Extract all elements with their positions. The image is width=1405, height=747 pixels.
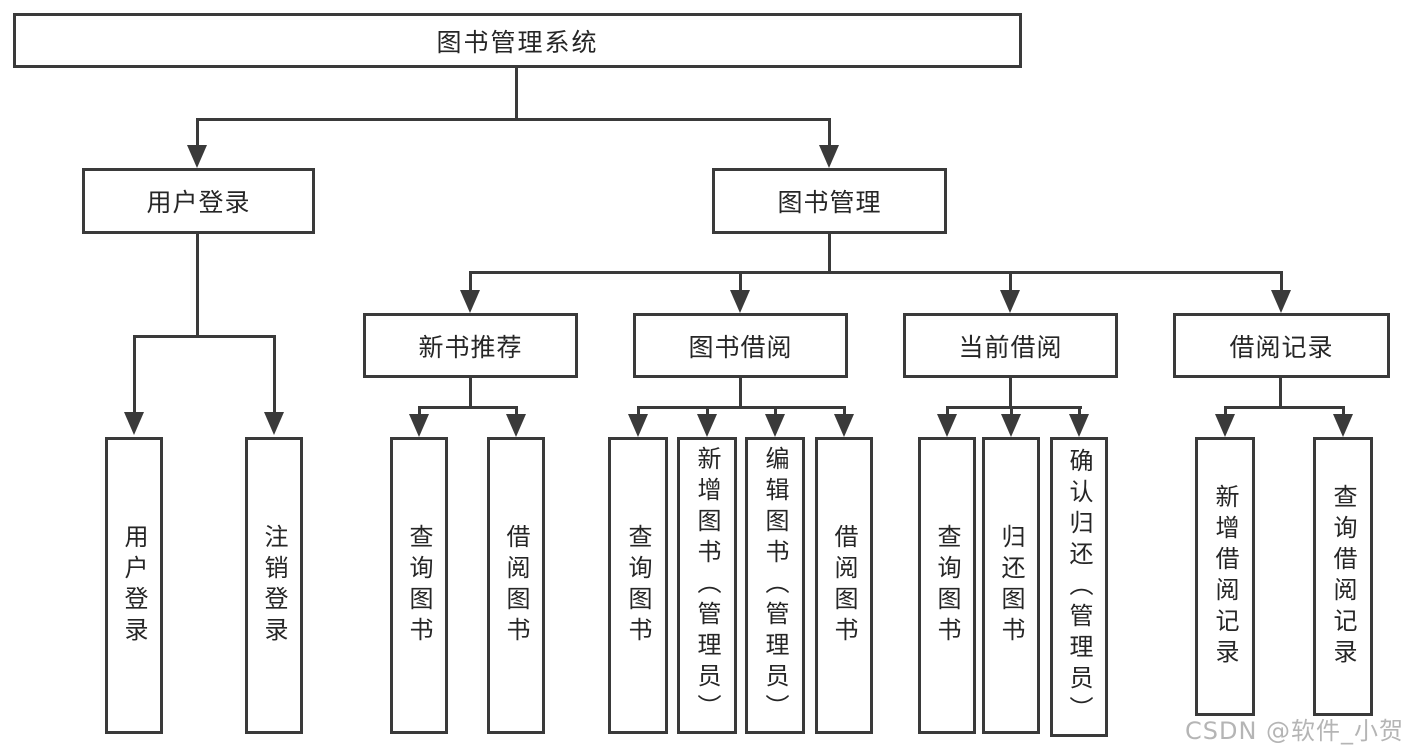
connector-book-borrow-stem — [739, 271, 742, 290]
arrowhead-borrow-records-icon — [1271, 290, 1291, 313]
connector-leaf-logout-stem — [273, 335, 276, 412]
connector-leaf-return-stem — [1010, 406, 1013, 414]
arrowhead-leaf-return-icon — [1001, 414, 1021, 437]
connector-user-login-children-hline — [133, 335, 276, 338]
arrowhead-new-book-icon — [460, 290, 480, 313]
connector-book-borrow-children-hline — [637, 406, 846, 409]
arrowhead-leaf-add-book-icon — [697, 414, 717, 437]
leaf-borrow-books-recommend: 借阅图书 — [487, 437, 545, 734]
connector-leaf-query2-stem — [637, 406, 640, 414]
connector-book-mgmt-trunk-vline — [828, 233, 831, 273]
leaf-logout-login: 注销登录 — [245, 437, 303, 734]
connector-leaf-confirm-return-stem — [1078, 406, 1081, 414]
connector-borrow-records-trunk-vline — [1279, 378, 1282, 408]
leaf-query-books-borrow: 查询图书 — [608, 437, 668, 734]
csdn-watermark: CSDN @软件_小贺同学 — [1185, 717, 1405, 745]
connector-current-borrow-children-hline — [946, 406, 1082, 409]
connector-leaf-borrow1-stem — [515, 406, 518, 414]
connector-borrow-records-stem — [1280, 271, 1283, 290]
node-book-borrow: 图书借阅 — [633, 313, 848, 378]
leaf-query-books-recommend: 查询图书 — [390, 437, 448, 734]
arrowhead-leaf-borrow1-icon — [506, 414, 526, 437]
arrowhead-leaf-add-record-icon — [1215, 414, 1235, 437]
arrowhead-leaf-query2-icon — [628, 414, 648, 437]
arrowhead-leaf-query-record-icon — [1333, 414, 1353, 437]
leaf-query-books-current: 查询图书 — [918, 437, 976, 734]
connector-leaf-add-book-stem — [706, 406, 709, 414]
connector-new-book-children-hline — [418, 406, 518, 409]
node-book-management: 图书管理 — [712, 168, 947, 234]
leaf-query-borrow-record: 查询借阅记录 — [1313, 437, 1373, 716]
connector-leaf-edit-book-stem — [774, 406, 777, 414]
connector-new-book-stem — [469, 271, 472, 290]
connector-leaf-query1-stem — [418, 406, 421, 414]
connector-user-login-stem — [196, 118, 199, 145]
connector-leaf-query3-stem — [946, 406, 949, 414]
leaf-user-login: 用户登录 — [105, 437, 163, 734]
node-current-borrow: 当前借阅 — [903, 313, 1118, 378]
arrowhead-book-mgmt-icon — [819, 145, 839, 168]
connector-leaf-user-login-stem — [133, 335, 136, 412]
arrowhead-leaf-query3-icon — [937, 414, 957, 437]
arrowhead-leaf-borrow2-icon — [834, 414, 854, 437]
leaf-add-books-admin: 新增图书（管理员） — [677, 437, 737, 734]
arrowhead-current-borrow-icon — [1000, 290, 1020, 313]
connector-current-borrow-trunk-vline — [1009, 378, 1012, 408]
node-user-login: 用户登录 — [82, 168, 315, 234]
arrowhead-leaf-query1-icon — [409, 414, 429, 437]
node-new-book-recommend: 新书推荐 — [363, 313, 578, 378]
connector-user-login-trunk-vline — [196, 233, 199, 337]
leaf-borrow-books-borrow: 借阅图书 — [815, 437, 873, 734]
connector-new-book-trunk-vline — [469, 378, 472, 408]
connector-current-borrow-stem — [1009, 271, 1012, 290]
arrowhead-leaf-confirm-return-icon — [1069, 414, 1089, 437]
connector-book-mgmt-stem — [828, 118, 831, 145]
connector-root-trunk-vline — [515, 67, 518, 121]
leaf-edit-books-admin: 编辑图书（管理员） — [745, 437, 805, 734]
arrowhead-leaf-user-login-icon — [124, 412, 144, 435]
connector-leaf-query-record-stem — [1342, 406, 1345, 414]
arrowhead-book-borrow-icon — [730, 290, 750, 313]
arrowhead-user-login-icon — [187, 145, 207, 168]
connector-leaf-borrow2-stem — [843, 406, 846, 414]
arrowhead-leaf-logout-icon — [264, 412, 284, 435]
connector-book-borrow-trunk-vline — [739, 378, 742, 408]
connector-level2-hline — [196, 118, 831, 121]
connector-leaf-add-record-stem — [1224, 406, 1227, 414]
connector-borrow-records-children-hline — [1224, 406, 1345, 409]
node-root-library-system: 图书管理系统 — [13, 13, 1022, 68]
node-borrow-records: 借阅记录 — [1173, 313, 1390, 378]
leaf-return-books: 归还图书 — [982, 437, 1040, 734]
leaf-confirm-return-admin: 确认归还（管理员） — [1050, 437, 1108, 737]
leaf-add-borrow-record: 新增借阅记录 — [1195, 437, 1255, 716]
arrowhead-leaf-edit-book-icon — [765, 414, 785, 437]
connector-level3-hline — [469, 271, 1283, 274]
